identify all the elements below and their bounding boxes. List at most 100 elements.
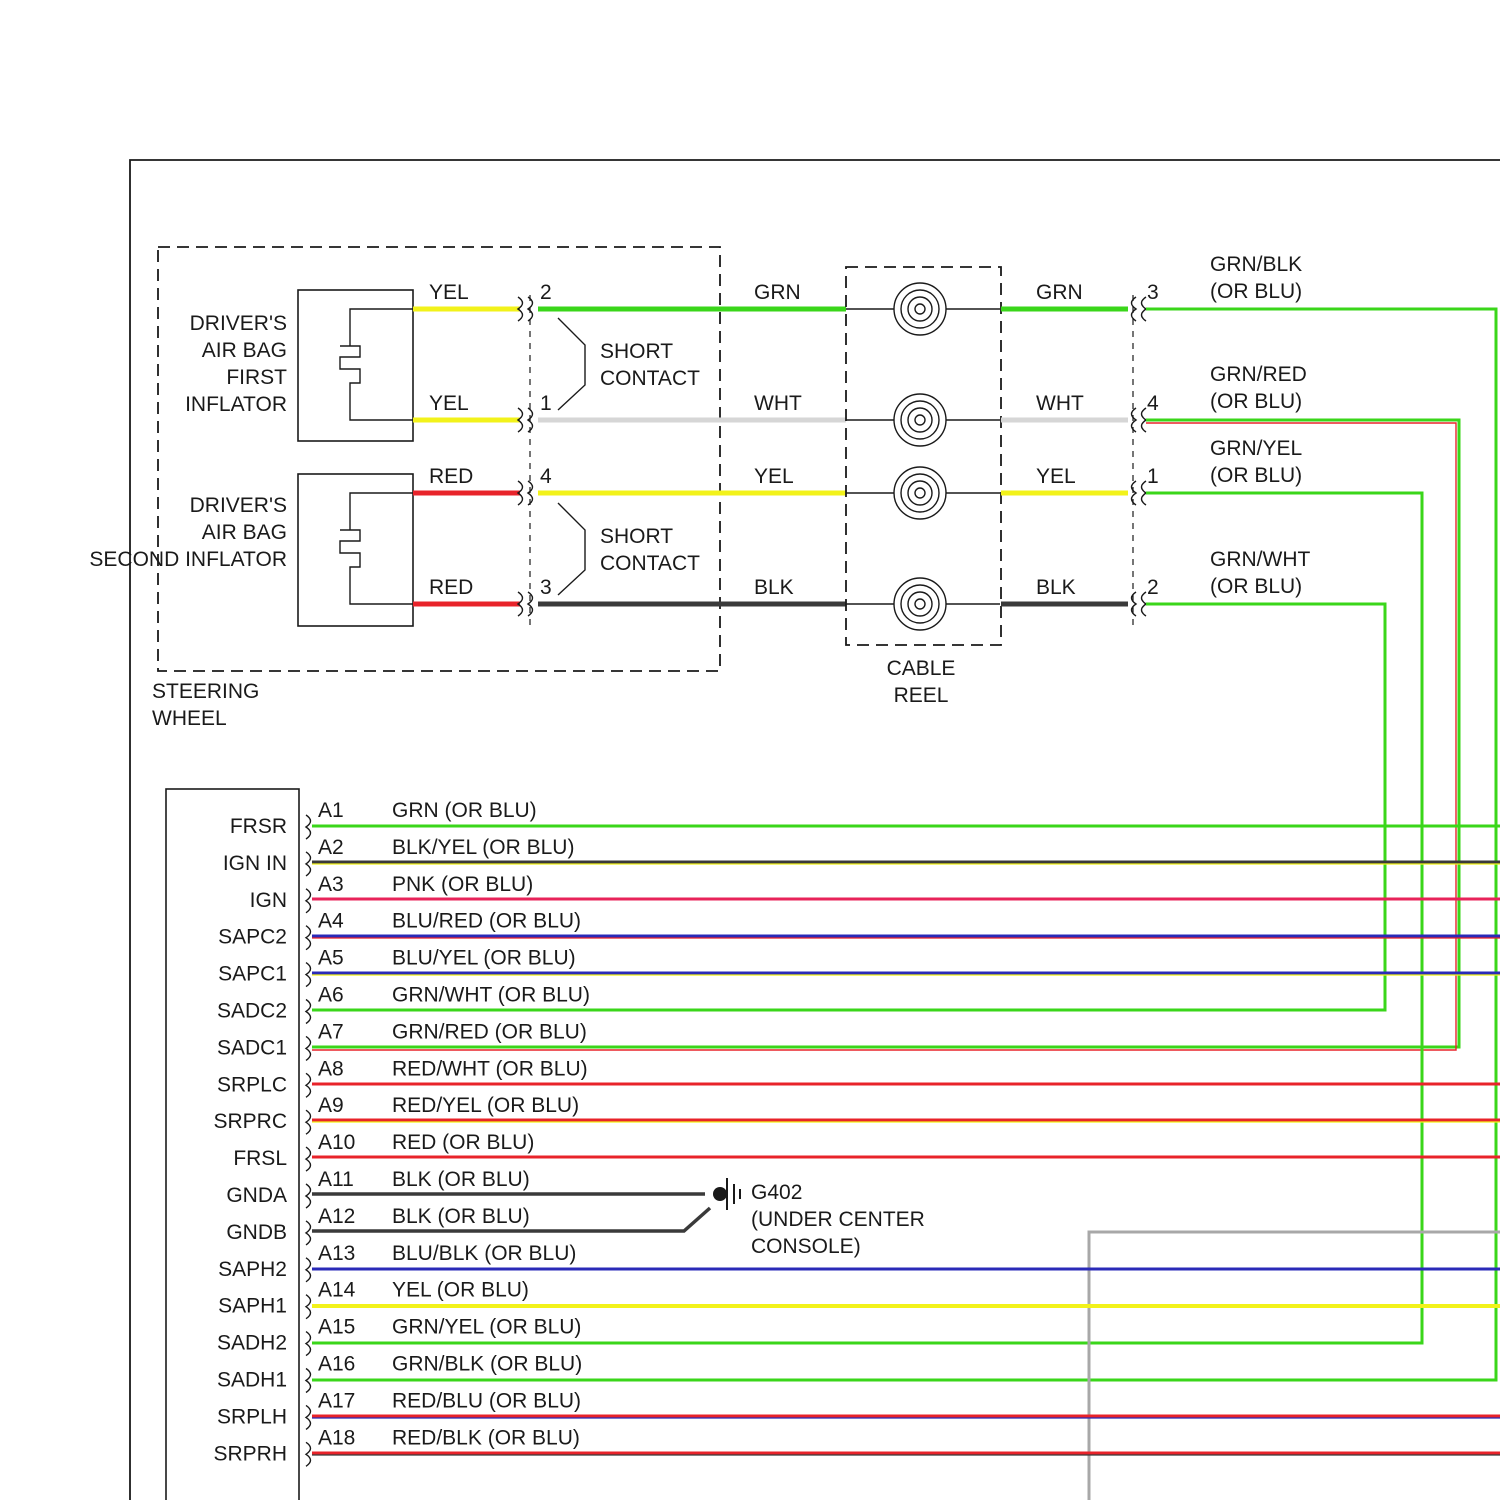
connector-icon [1132,408,1147,432]
reel-out-wires: GRN WHT YEL BLK [1001,281,1128,604]
second-inflator-label-2: AIR BAG [202,521,287,544]
wire-label: GRN/YEL [1210,437,1302,460]
connector-icon [306,1295,311,1319]
steering-connector: 2 1 4 3 [518,281,552,625]
pin-number: 1 [1147,465,1159,488]
wire-label: YEL [429,392,469,415]
wire-label: RED [429,576,473,599]
wire-label: WHT [1036,392,1084,415]
terminal-pin: A5 [318,947,344,970]
steering-wheel-label-2: WHEEL [152,707,227,730]
wire-gray [1089,1232,1500,1500]
wire-label: GRN/RED [1210,363,1307,386]
terminal-wire-label: BLU/RED (OR BLU) [392,910,581,933]
connector-icon [1132,592,1147,616]
terminal-wire-label: GRN/RED (OR BLU) [392,1020,587,1043]
wire-label: GRN [754,281,801,304]
terminal-wire-label: RED/BLK (OR BLU) [392,1426,580,1449]
coil-icon [846,394,1000,446]
terminal-wire-label: PNK (OR BLU) [392,873,533,896]
cable-reel-label-2: REEL [894,684,949,707]
terminal-pin: A6 [318,984,344,1007]
connector-icon [1132,481,1147,505]
second-inflator: DRIVER'S AIR BAG SECOND INFLATOR [89,474,413,626]
terminal-wire-label: RED/BLU (OR BLU) [392,1389,581,1412]
terminal-wire-label: BLU/YEL (OR BLU) [392,947,576,970]
pin-number: 2 [1147,576,1159,599]
pin-number: 3 [1147,281,1159,304]
wire-label: (OR BLU) [1210,390,1302,413]
terminal-name: IGN IN [223,852,287,875]
terminal-name: SADH1 [217,1369,287,1392]
short-contact-2 [558,503,585,595]
terminal-name: SADC2 [217,1000,287,1023]
terminal-pin: A15 [318,1316,355,1339]
terminal-pin: A18 [318,1426,355,1449]
wire-label: (OR BLU) [1210,464,1302,487]
wire-label: GRN/WHT [1210,548,1310,571]
connector-icon [306,1258,311,1282]
first-inflator-label-2: AIR BAG [202,339,287,362]
wire-label: RED [429,465,473,488]
wire-label: (OR BLU) [1210,575,1302,598]
terminal-name: GNDA [226,1184,287,1207]
terminal-pin: A3 [318,873,344,896]
connector-icon [306,1369,311,1393]
wire-label: YEL [429,281,469,304]
terminal-pin: A16 [318,1353,355,1376]
connector-icon [306,1221,311,1245]
terminal-wire-label: RED/YEL (OR BLU) [392,1094,579,1117]
wire-label: WHT [754,392,802,415]
terminal-wire-label: GRN (OR BLU) [392,799,537,822]
short-contact-label-1a: SHORT [600,340,673,363]
pin-number: 1 [540,392,552,415]
terminal-pin: A8 [318,1057,344,1080]
connector-icon [306,1442,311,1466]
pin-number: 3 [540,576,552,599]
terminal-wire-label: GRN/WHT (OR BLU) [392,984,590,1007]
pin-number: 4 [1147,392,1159,415]
terminal-wire-label: BLU/BLK (OR BLU) [392,1242,576,1265]
connector-icon [306,1405,311,1429]
cable-reel-coils [846,283,1000,630]
wire-label: BLK [754,576,794,599]
wire-label: BLK [1036,576,1076,599]
cable-reel-label-1: CABLE [887,657,956,680]
inflator-wires: YEL YEL RED RED [413,281,520,604]
connector-icon [306,1184,311,1208]
short-contact-1 [558,318,585,410]
second-inflator-label-3: SECOND INFLATOR [89,548,287,571]
ground-label-1: G402 [751,1181,802,1204]
coil-icon [846,467,1000,519]
terminal-wire-label: RED/WHT (OR BLU) [392,1057,588,1080]
connector-icon [306,1036,311,1060]
short-contact-label-2a: SHORT [600,525,673,548]
terminal-pin: A2 [318,836,344,859]
wire-label: YEL [754,465,794,488]
terminal-name: SAPC1 [218,963,287,986]
terminal-name: SRPRH [213,1442,287,1465]
terminal-pin: A4 [318,910,344,933]
right-wire-labels: GRN/BLK (OR BLU) GRN/RED (OR BLU) GRN/YE… [1210,253,1310,598]
terminal-wire-label: BLK/YEL (OR BLU) [392,836,574,859]
ground-label-3: CONSOLE) [751,1235,861,1258]
terminal-name: IGN [250,889,287,912]
terminal-wire-label: YEL (OR BLU) [392,1279,529,1302]
connector-icon [306,1000,311,1024]
ground-label-2: (UNDER CENTER [751,1208,925,1231]
pin-number: 2 [540,281,552,304]
connector-icon [306,852,311,876]
terminal-name: SADH2 [217,1332,287,1355]
cable-reel-boundary [846,267,1001,645]
terminal-pin: A7 [318,1020,344,1043]
first-inflator-label-4: INFLATOR [185,393,287,416]
connector-icon [306,889,311,913]
short-contact-label-2b: CONTACT [600,552,700,575]
terminal-name: SRPLH [217,1405,287,1428]
terminal-wire-label: GRN/BLK (OR BLU) [392,1353,582,1376]
terminal-pin: A14 [318,1279,356,1302]
coil-icon [846,578,1000,630]
steering-wheel-label-1: STEERING [152,680,259,703]
terminal-pin: A13 [318,1242,355,1265]
